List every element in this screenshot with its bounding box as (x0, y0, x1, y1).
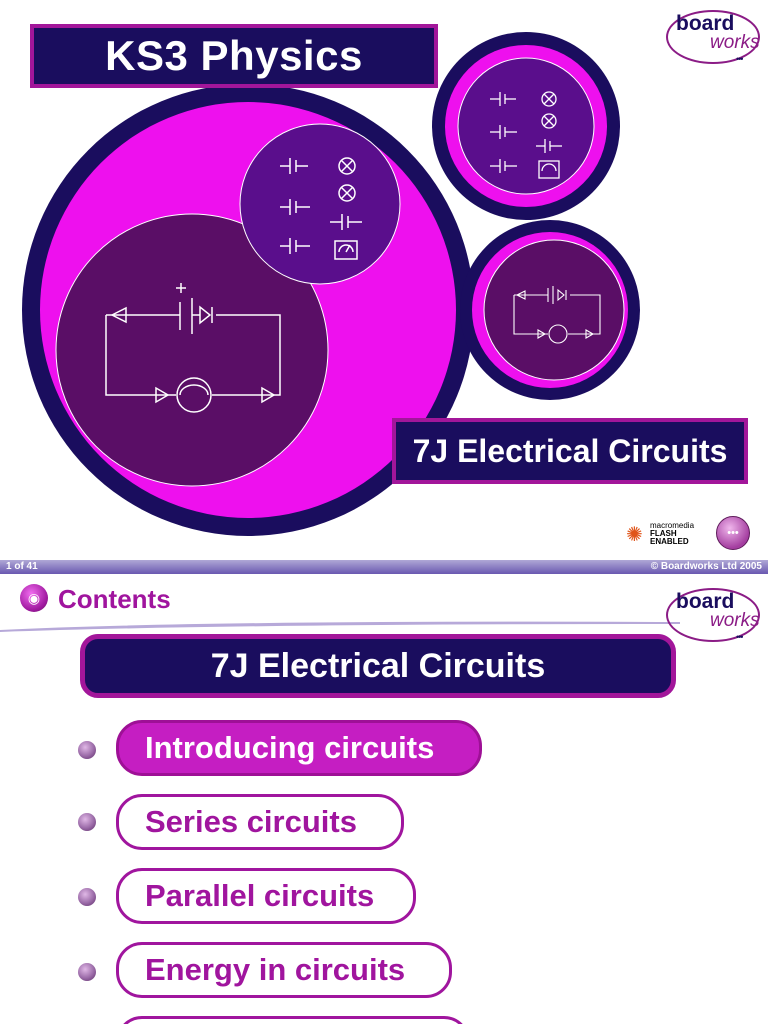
symbols-circle (239, 123, 401, 285)
symbols-small (490, 91, 562, 179)
circles-artwork (22, 32, 640, 536)
header-swoosh (0, 621, 680, 632)
next-slide-button[interactable]: ••• (716, 516, 750, 550)
flash-badge-text: macromedia FLASH ENABLED (650, 522, 694, 546)
flash-enabled-badge: ✺ macromedia FLASH ENABLED (624, 520, 708, 547)
small-circle-bottom-inner (483, 239, 625, 381)
logo-works-text: works (710, 610, 760, 631)
flash-star-icon: ✺ (626, 524, 643, 546)
menu-item-parallel-circuits[interactable]: Parallel circuits (116, 868, 416, 924)
boardworks-logo: board works ••• (666, 6, 762, 70)
flash-line3: ENABLED (650, 537, 689, 546)
bullet-icon (78, 888, 96, 906)
contents-slide: ◉ Contents board works ••• 7J Electrical… (0, 574, 768, 1024)
flash-line1: macromedia (650, 521, 695, 530)
logo-works-text: works (710, 32, 760, 53)
contents-icon[interactable]: ◉ (20, 584, 48, 612)
logo-dots: ••• (736, 632, 744, 642)
circuit-circle (55, 213, 329, 487)
menu-item-energy-in-circuits[interactable]: Energy in circuits (116, 942, 452, 998)
symbols-medium (280, 157, 362, 260)
logo-ring (666, 588, 760, 642)
logo-dots: ••• (736, 54, 744, 64)
boardworks-logo-2: board works ••• (666, 584, 762, 648)
logo-ring (666, 10, 760, 64)
slide-footer-bar: 1 of 41 © Boardworks Ltd 2005 (0, 560, 768, 574)
menu-item-series-circuits[interactable]: Series circuits (116, 794, 404, 850)
slide-title: KS3 Physics (30, 24, 438, 88)
copyright-text: © Boardworks Ltd 2005 (650, 561, 762, 572)
bullet-icon (78, 813, 96, 831)
unit-heading: 7J Electrical Circuits (80, 634, 676, 698)
bullet-icon (78, 963, 96, 981)
small-circle-top-inner (457, 57, 595, 195)
logo-board-text: board (676, 590, 735, 613)
flash-line2: FLASH (650, 529, 677, 538)
circuit-diagram-small (513, 286, 601, 344)
menu-item-introducing-circuits[interactable]: Introducing circuits (116, 720, 482, 776)
bullet-icon (78, 741, 96, 759)
menu-item-partial[interactable] (116, 1016, 470, 1024)
title-slide: KS3 Physics 7J Electrical Circuits board… (22, 6, 762, 550)
logo-board-text: board (676, 12, 735, 35)
page-counter: 1 of 41 (6, 561, 38, 572)
slide-subtitle: 7J Electrical Circuits (392, 418, 748, 484)
contents-heading: Contents (58, 584, 171, 614)
circuit-diagram-large (105, 283, 281, 413)
